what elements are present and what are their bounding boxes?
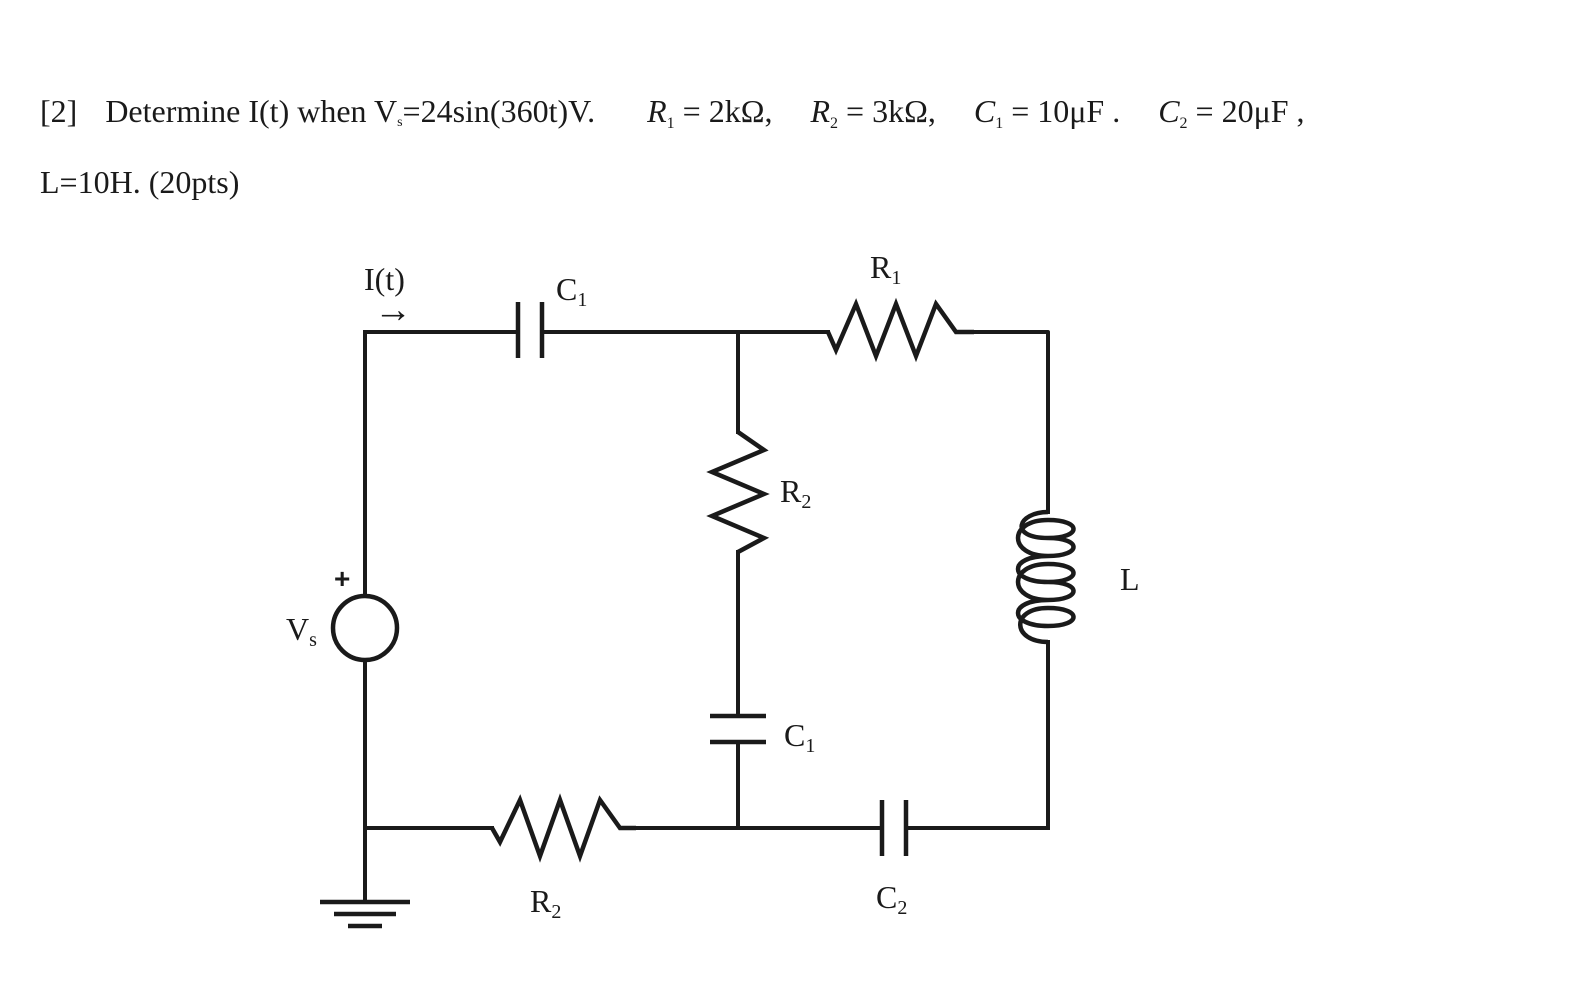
c1-top-label: C1 — [556, 271, 587, 311]
problem-prompt: Determine I(t) when Vs=24sin(360t)V. — [105, 93, 596, 130]
source-label: Vs — [286, 611, 317, 651]
r2-mid-label: R2 — [780, 473, 811, 513]
inductor-label: L — [1120, 561, 1140, 597]
vs-subscript: s — [397, 115, 403, 130]
wire-top-right — [972, 330, 1050, 514]
problem-number: [2] — [40, 93, 78, 129]
problem-line-2: L=10H. (20pts) — [40, 164, 240, 200]
current-label: I(t) — [364, 261, 405, 297]
problem-statement: [2] Determine I(t) when Vs=24sin(360t)V.… — [40, 82, 1540, 211]
resistor-r2-mid — [706, 430, 770, 554]
r2-bottom-label: R2 — [530, 883, 561, 923]
resistor-r2-bottom — [490, 793, 636, 863]
voltage-source-icon — [330, 593, 400, 663]
source-plus-label: + — [334, 563, 350, 594]
problem-line-1: [2] Determine I(t) when Vs=24sin(360t)V.… — [40, 82, 1540, 153]
ground-icon — [320, 899, 410, 929]
c2-value: C2 = 20μF , — [1158, 93, 1305, 132]
c2-bottom-label: C2 — [876, 879, 907, 919]
capacitor-c1-top — [515, 302, 545, 358]
r1-value: R1 = 2kΩ, — [647, 93, 773, 132]
capacitor-c1-mid — [710, 713, 766, 745]
inductor-l — [1015, 509, 1076, 645]
current-arrow-icon: → — [374, 289, 412, 331]
capacitor-c2 — [879, 800, 909, 856]
r2-value: R2 = 3kΩ, — [810, 93, 936, 132]
r1-top-label: R1 — [870, 249, 901, 289]
c1-mid-label: C1 — [784, 717, 815, 757]
resistor-r1 — [825, 297, 974, 363]
circuit-wires — [363, 330, 1050, 904]
vs-expression: =24sin(360t)V. — [402, 93, 596, 129]
c1-value: C1 = 10μF . — [973, 93, 1121, 132]
